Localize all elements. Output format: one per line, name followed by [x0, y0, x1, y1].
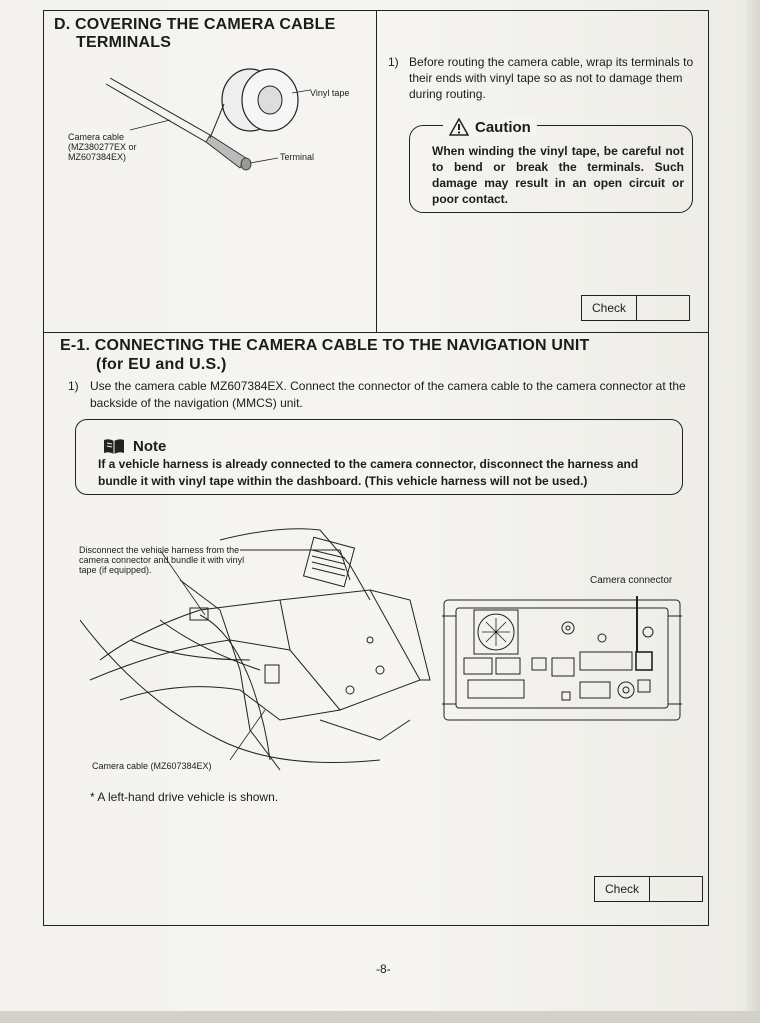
- note-text: If a vehicle harness is already connecte…: [98, 457, 639, 488]
- disconnect-harness-label: Disconnect the vehicle harness from the …: [79, 545, 245, 575]
- check-label: Check: [595, 877, 650, 901]
- section-e-title-line2: (for EU and U.S.): [96, 356, 227, 373]
- check-box-section-e[interactable]: Check: [594, 876, 703, 902]
- terminal-label: Terminal: [280, 152, 315, 162]
- caution-box: [409, 125, 693, 213]
- check-box-section-d[interactable]: Check: [581, 295, 690, 321]
- warning-triangle-icon: [449, 118, 469, 136]
- section-d-title-line2: TERMINALS: [76, 34, 172, 51]
- check-label: Check: [582, 296, 637, 320]
- camera-connector-label: Camera connector: [590, 575, 673, 586]
- camera-cable-label: Camera cable (MZ607384EX): [92, 761, 212, 771]
- note-title: Note: [133, 437, 167, 455]
- section-d-step-1: 1) Before routing the camera cable, wrap…: [388, 54, 698, 102]
- step-text: Before routing the camera cable, wrap it…: [409, 55, 694, 101]
- dashboard-illustration: [80, 528, 431, 771]
- check-field[interactable]: [637, 296, 689, 320]
- caution-title: Caution: [475, 118, 531, 136]
- caution-heading: Caution: [443, 118, 537, 136]
- page-number: -8-: [376, 962, 391, 976]
- section-d-title-line1: D. COVERING THE CAMERA CABLE: [54, 16, 336, 33]
- caution-text: When winding the vinyl tape, be careful …: [432, 144, 684, 206]
- page-edge: [746, 0, 760, 1023]
- section-e-title-line1: E-1. CONNECTING THE CAMERA CABLE TO THE …: [60, 337, 590, 354]
- step-number: 1): [388, 55, 399, 69]
- book-icon: [104, 439, 124, 454]
- camera-cable-label: Camera cable (MZ380277EX or MZ607384EX): [68, 132, 137, 162]
- page-edge-bottom: [0, 1011, 760, 1023]
- navigation-unit-back-illustration: [442, 596, 682, 721]
- note-box: [75, 419, 683, 495]
- section-e-step-1: 1) Use the camera cable MZ607384EX. Conn…: [68, 378, 698, 412]
- vinyl-tape-label: Vinyl tape: [310, 88, 350, 98]
- section-d-heading: D. COVERING THE CAMERA CABLE TERMINALS: [54, 16, 335, 52]
- step-text: Use the camera cable MZ607384EX. Connect…: [90, 379, 686, 410]
- section-divider-vertical: [376, 10, 377, 333]
- section-e-heading: E-1. CONNECTING THE CAMERA CABLE TO THE …: [60, 336, 590, 374]
- check-field[interactable]: [650, 877, 702, 901]
- tape-wrapping-illustration: [105, 68, 311, 171]
- step-number: 1): [68, 379, 79, 393]
- footnote: * A left-hand drive vehicle is shown.: [90, 790, 279, 804]
- section-divider-horizontal: [43, 332, 709, 333]
- note-heading: Note: [103, 437, 166, 455]
